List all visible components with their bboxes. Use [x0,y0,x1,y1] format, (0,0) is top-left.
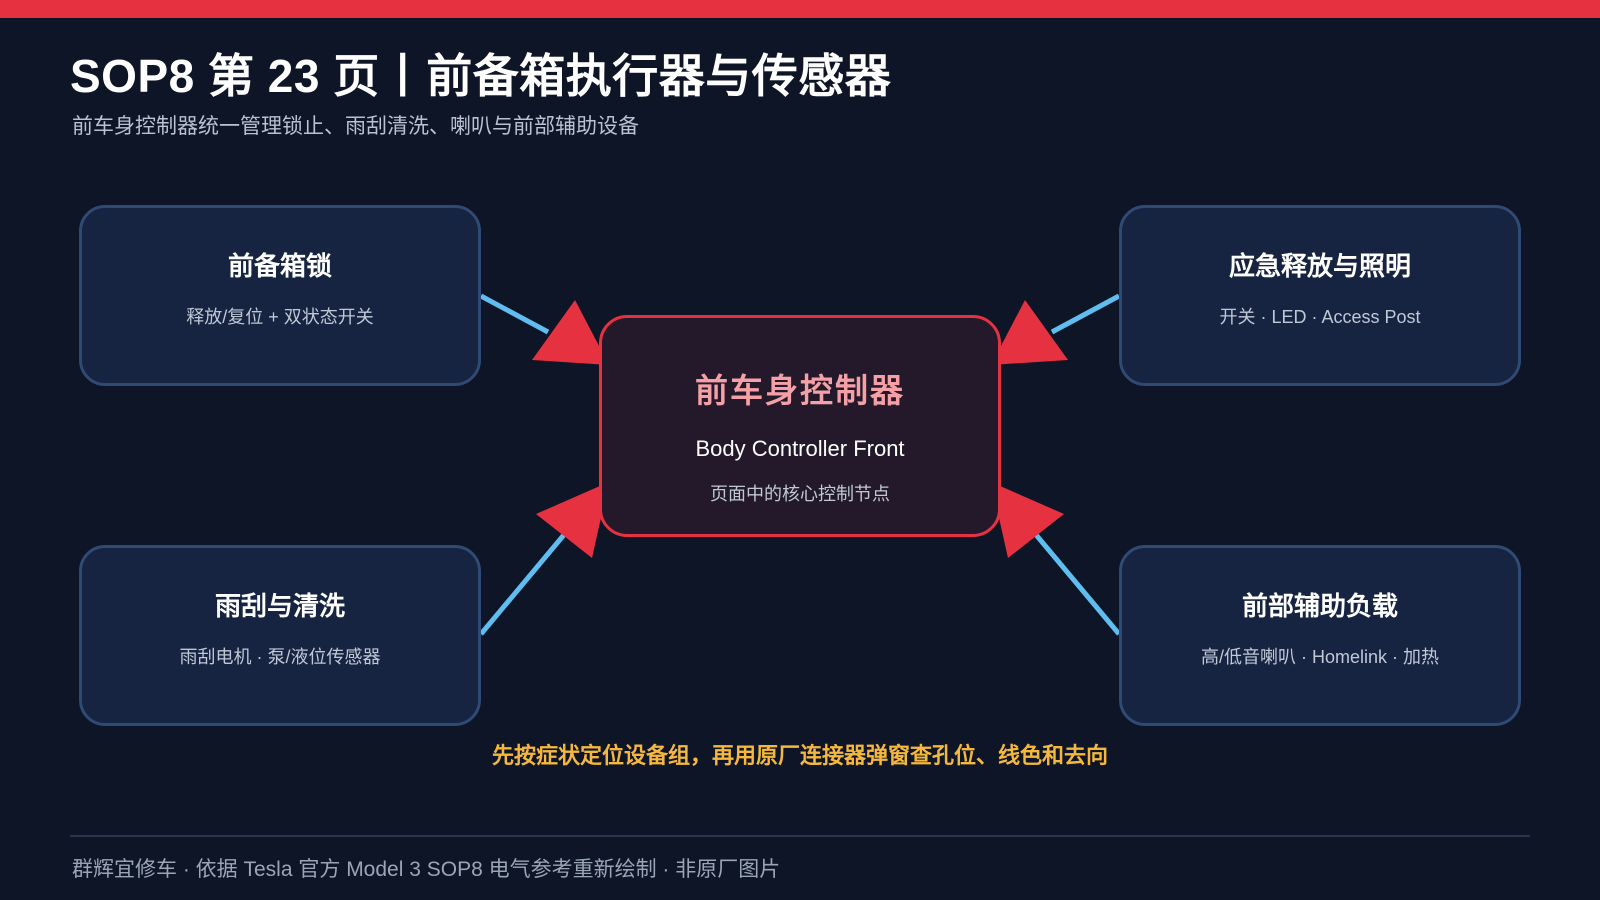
node-title: 雨刮与清洗 [214,591,345,621]
wire-aux-loads [1030,528,1121,636]
arrow-frunk-lock [532,300,609,365]
arrow-wiper [536,482,609,558]
center-note: 页面中的核心控制节点 [710,484,890,504]
node-frunk-lock: 前备箱锁 释放/复位 + 双状态开关 [79,205,481,386]
hint-text: 先按症状定位设备组，再用原厂连接器弹窗查孔位、线色和去向 [491,743,1108,768]
wire-frunk-lock [479,293,550,335]
wire-emergency-release [1050,293,1121,335]
node-title: 前部辅助负载 [1241,591,1398,621]
wire-wiper [479,528,570,636]
center-node-body-controller: 前车身控制器 Body Controller Front 页面中的核心控制节点 [599,315,1001,537]
node-desc: 雨刮电机 · 泵/液位传感器 [179,647,381,667]
page-subtitle: 前车身控制器统一管理锁止、雨刮清洗、喇叭与前部辅助设备 [72,115,639,138]
node-aux-loads: 前部辅助负载 高/低音喇叭 · Homelink · 加热 [1119,545,1521,726]
node-desc: 释放/复位 + 双状态开关 [186,307,374,327]
node-emergency-release: 应急释放与照明 开关 · LED · Access Post [1119,205,1521,386]
footer-text: 群辉宜修车 · 依据 Tesla 官方 Model 3 SOP8 电气参考重新绘… [72,858,781,881]
center-title: 前车身控制器 [695,372,905,409]
arrow-aux-loads [991,482,1064,558]
arrow-emergency-release [991,300,1068,365]
footer-divider [70,835,1530,837]
node-title: 前备箱锁 [227,251,332,281]
node-desc: 开关 · LED · Access Post [1219,307,1421,327]
page-title: SOP8 第 23 页丨前备箱执行器与传感器 [70,50,892,102]
node-title: 应急释放与照明 [1228,251,1411,281]
node-desc: 高/低音喇叭 · Homelink · 加热 [1200,647,1440,667]
top-accent-bar [0,0,1600,18]
center-subtitle: Body Controller Front [695,436,905,461]
node-wiper-washer: 雨刮与清洗 雨刮电机 · 泵/液位传感器 [79,545,481,726]
